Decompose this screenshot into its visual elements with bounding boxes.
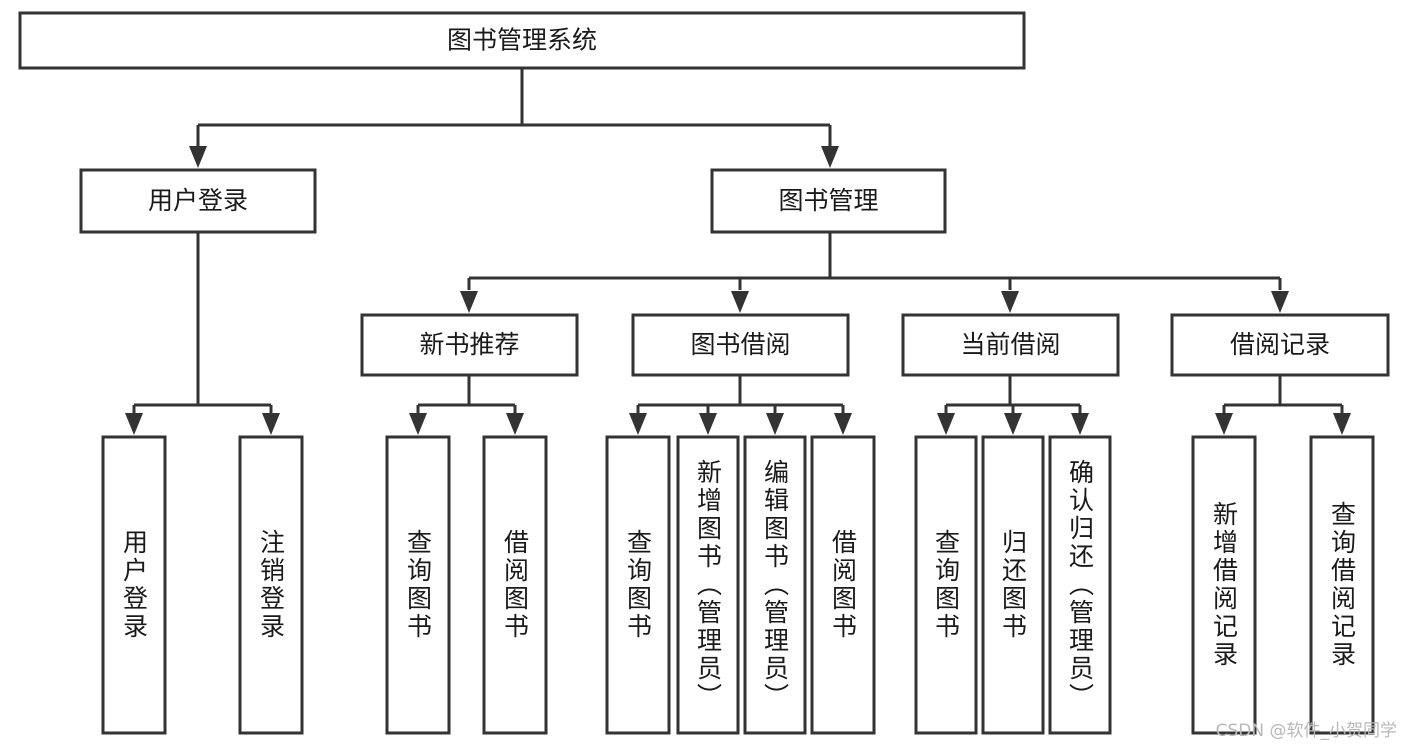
node-label-new-book-recommend: 新书推荐 [419, 330, 519, 359]
arrow-to-new-book-recommend [460, 291, 478, 313]
node-box-new-book-recommend[interactable] [360, 313, 579, 377]
node-box-current-borrow[interactable] [901, 313, 1120, 377]
node-box-leaf-return-book[interactable] [981, 435, 1045, 735]
arrow-leaf-query-book-3 [937, 413, 955, 435]
arrow-leaf-logout [262, 413, 280, 435]
node-box-leaf-add-book[interactable] [676, 435, 740, 735]
arrow-leaf-confirm-return [1071, 413, 1089, 435]
node-box-leaf-logout[interactable] [238, 435, 304, 735]
node-box-leaf-borrow-book-1[interactable] [482, 435, 548, 735]
arrow-leaf-add-book [699, 413, 717, 435]
arrow-leaf-user-login [125, 413, 143, 435]
arrow-leaf-query-book-2 [629, 413, 647, 435]
node-box-user-login[interactable] [79, 168, 317, 234]
node-box-leaf-borrow-book-2[interactable] [810, 435, 876, 735]
arrow-to-user-login [189, 146, 207, 168]
node-box-leaf-edit-book[interactable] [743, 435, 807, 735]
node-box-book-manage[interactable] [710, 168, 947, 234]
arrow-leaf-return-book [1004, 413, 1022, 435]
node-box-leaf-query-book-2[interactable] [605, 435, 671, 735]
node-box-leaf-add-record[interactable] [1191, 435, 1257, 735]
node-label-user-login: 用户登录 [148, 186, 248, 215]
arrow-to-book-manage [821, 146, 839, 168]
node-box-leaf-query-record[interactable] [1309, 435, 1375, 735]
node-label-current-borrow: 当前借阅 [960, 330, 1060, 359]
node-label-borrow-record: 借阅记录 [1230, 330, 1330, 359]
arrow-head-layer [125, 146, 1351, 435]
node-box-leaf-user-login[interactable] [101, 435, 167, 735]
arrow-leaf-borrow-book-1 [506, 413, 524, 435]
node-box-leaf-query-book-1[interactable] [385, 435, 451, 735]
node-label-book-manage: 图书管理 [778, 186, 878, 215]
arrow-leaf-query-book-1 [409, 413, 427, 435]
arrow-leaf-borrow-book-2 [834, 413, 852, 435]
node-box-borrow-record[interactable] [1170, 313, 1390, 377]
arrow-to-book-borrow [731, 291, 749, 313]
node-label-book-borrow: 图书借阅 [690, 330, 790, 359]
watermark-text: CSDN @软件_小贺同学 [1215, 721, 1397, 741]
arrow-to-borrow-record [1271, 291, 1289, 313]
arrow-leaf-query-record [1333, 413, 1351, 435]
node-box-layer [18, 11, 1390, 735]
node-box-leaf-confirm-return[interactable] [1048, 435, 1112, 735]
node-box-leaf-query-book-3[interactable] [914, 435, 978, 735]
arrow-leaf-edit-book [766, 413, 784, 435]
arrow-to-current-borrow [1001, 291, 1019, 313]
node-box-book-borrow[interactable] [631, 313, 850, 377]
node-label-root: 图书管理系统 [447, 26, 597, 55]
node-box-root[interactable] [18, 11, 1026, 70]
arrow-leaf-add-record [1215, 413, 1233, 435]
